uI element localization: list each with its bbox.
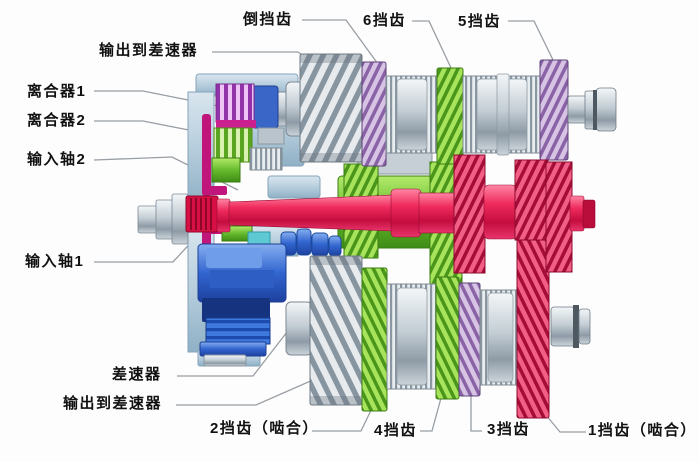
gear4-wheel — [435, 276, 460, 400]
shaft-collar — [216, 198, 231, 233]
clutch2-pack — [213, 127, 253, 163]
clutch1-pack — [215, 83, 255, 123]
synchro-hub — [396, 78, 428, 151]
stub-step — [550, 306, 576, 347]
red-pinion-1st — [514, 159, 549, 241]
label-gear-1: 1挡齿（啮合） — [588, 422, 697, 439]
gear1-wheel — [516, 236, 550, 419]
red-pinion-5th — [545, 161, 573, 273]
clutch-small-plates — [249, 147, 283, 171]
red-pinion-mid — [453, 154, 486, 274]
gear2-wheel — [361, 267, 388, 412]
gear-edge-shade — [310, 256, 362, 265]
leader-gear-3 — [470, 390, 482, 432]
shaft-body2 — [418, 192, 458, 234]
diff-bottom — [199, 341, 267, 357]
clutch-green-hub-upper — [211, 157, 241, 183]
synchronizer-top-b — [462, 73, 542, 156]
shaft-hub — [390, 188, 422, 238]
shaft-end-cap — [582, 199, 596, 229]
leader-reverse-gear — [302, 19, 379, 65]
shaft-end — [569, 195, 585, 232]
lower-bearing — [285, 301, 313, 356]
stub-step — [137, 205, 159, 234]
shaft-taper — [228, 194, 395, 232]
label-gear-6: 6挡齿 — [363, 12, 406, 29]
label-gear-4: 4挡齿 — [374, 422, 417, 439]
stub-ring — [593, 90, 597, 130]
label-gear-3: 3挡齿 — [487, 421, 530, 438]
diff-plate-stack — [205, 317, 271, 345]
shaft-collar2 — [483, 184, 518, 240]
label-gear-5: 5挡齿 — [458, 13, 501, 30]
diff-gray-foot — [203, 354, 247, 367]
blue-linkage-row — [280, 228, 342, 257]
synchro-ring — [496, 73, 510, 156]
synchronizer-top-a — [385, 75, 439, 154]
label-reverse-gear: 倒挡齿 — [243, 11, 293, 28]
upper-output-shaft — [269, 53, 617, 167]
label-gear-2: 2挡齿（啮合） — [210, 420, 319, 437]
label-output-to-differential-top: 输出到差速器 — [99, 42, 199, 59]
gear-edge-shade — [300, 153, 362, 162]
leader-gear-4 — [420, 386, 445, 432]
gear5-wheel — [539, 59, 569, 161]
spline-ridges — [190, 198, 212, 230]
diff-inner-light — [206, 248, 262, 268]
stub-drum — [595, 87, 617, 132]
stub-step — [155, 199, 175, 240]
upper-right-stub — [567, 87, 617, 132]
leader-gear-6 — [412, 20, 453, 71]
clutch1-drum-wall — [202, 114, 211, 196]
diff-inner-mid — [210, 270, 274, 288]
synchronizer-bottom-a — [386, 283, 438, 390]
input-shaft1-red — [185, 154, 596, 274]
diff-navy-band — [202, 298, 270, 322]
synchro-hub — [396, 287, 428, 386]
blue-block — [296, 228, 312, 256]
synchronizer-bottom-b — [479, 289, 521, 386]
label-input-shaft-1: 输入轴1 — [25, 253, 85, 270]
label-output-to-differential-bottom: 输出到差速器 — [63, 395, 163, 412]
housing-center-bracket — [267, 175, 321, 199]
stub-step — [567, 95, 587, 124]
engine-input-stub — [137, 193, 189, 245]
stub-ring — [573, 305, 579, 348]
label-differential: 差速器 — [112, 366, 162, 383]
leader-gear-2 — [312, 401, 376, 432]
gear3-wheel — [458, 282, 481, 397]
gear-edge-shade — [300, 54, 362, 63]
leader-differential — [177, 322, 295, 377]
clutch-gray-bit — [257, 127, 285, 145]
clutch1-magenta-strip — [216, 120, 256, 128]
clutch1-drum-foot — [209, 186, 227, 195]
stub-end — [578, 308, 591, 345]
label-input-shaft-2: 输入轴2 — [27, 151, 87, 168]
label-clutch-1: 离合器1 — [27, 83, 87, 100]
lower-output-shaft — [285, 236, 591, 419]
synchro-hub — [487, 292, 514, 383]
label-clutch-2: 离合器2 — [27, 112, 87, 129]
leader-gear-5 — [508, 20, 555, 63]
blue-block — [328, 235, 342, 257]
differential-assembly — [197, 243, 287, 367]
output-gear-bottom — [309, 255, 363, 406]
gear6-wheel — [436, 67, 464, 165]
blue-block — [311, 232, 329, 257]
lower-right-stub — [550, 305, 591, 348]
gear-edge-shade — [310, 396, 362, 405]
output-gear-top — [299, 53, 363, 163]
leader-clutch-2 — [94, 120, 210, 135]
reverse-gear-wheel — [361, 61, 387, 167]
